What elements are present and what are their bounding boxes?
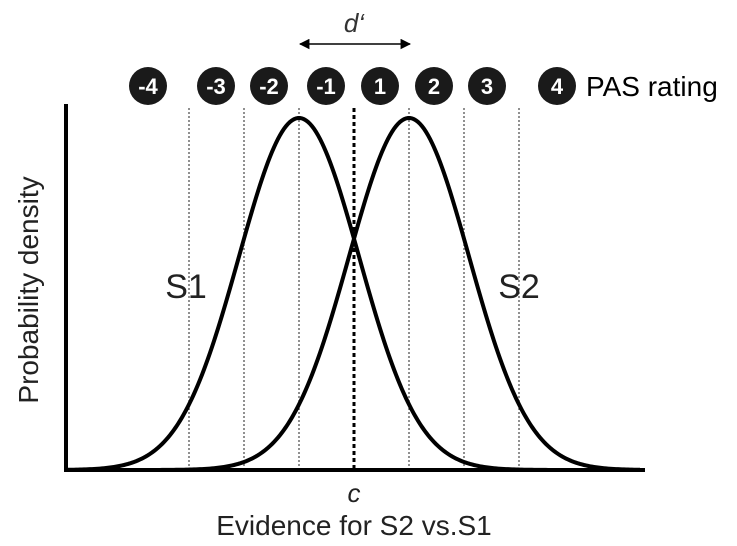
criterion-label: c — [348, 478, 361, 508]
y-axis-label: Probability density — [13, 176, 44, 403]
rating-badge: 1 — [361, 67, 399, 105]
rating-boundaries — [188, 108, 520, 470]
rating-badge-label: -2 — [259, 74, 279, 99]
rating-badge-label: 1 — [374, 74, 386, 99]
d-prime-label: d‘ — [344, 8, 365, 38]
rating-badge: -2 — [250, 67, 288, 105]
rating-badge: -4 — [129, 67, 167, 105]
s2-label: S2 — [498, 268, 540, 306]
rating-badge-label: 3 — [481, 74, 493, 99]
rating-badge-label: 4 — [551, 74, 564, 99]
s1-label: S1 — [165, 268, 207, 306]
rating-scale-label: PAS rating — [586, 71, 718, 102]
rating-badge: 4 — [538, 67, 576, 105]
rating-badge: 3 — [468, 67, 506, 105]
rating-badges: -4 -3 -2 -1 1 2 3 4 — [129, 67, 576, 105]
rating-badge-label: -1 — [316, 74, 336, 99]
rating-badge: 2 — [415, 67, 453, 105]
rating-badge-label: -3 — [206, 74, 226, 99]
rating-badge-label: 2 — [428, 74, 440, 99]
rating-badge-label: -4 — [138, 74, 158, 99]
x-axis-label: Evidence for S2 vs.S1 — [216, 510, 491, 541]
rating-badge: -3 — [197, 67, 235, 105]
rating-badge: -1 — [307, 67, 345, 105]
